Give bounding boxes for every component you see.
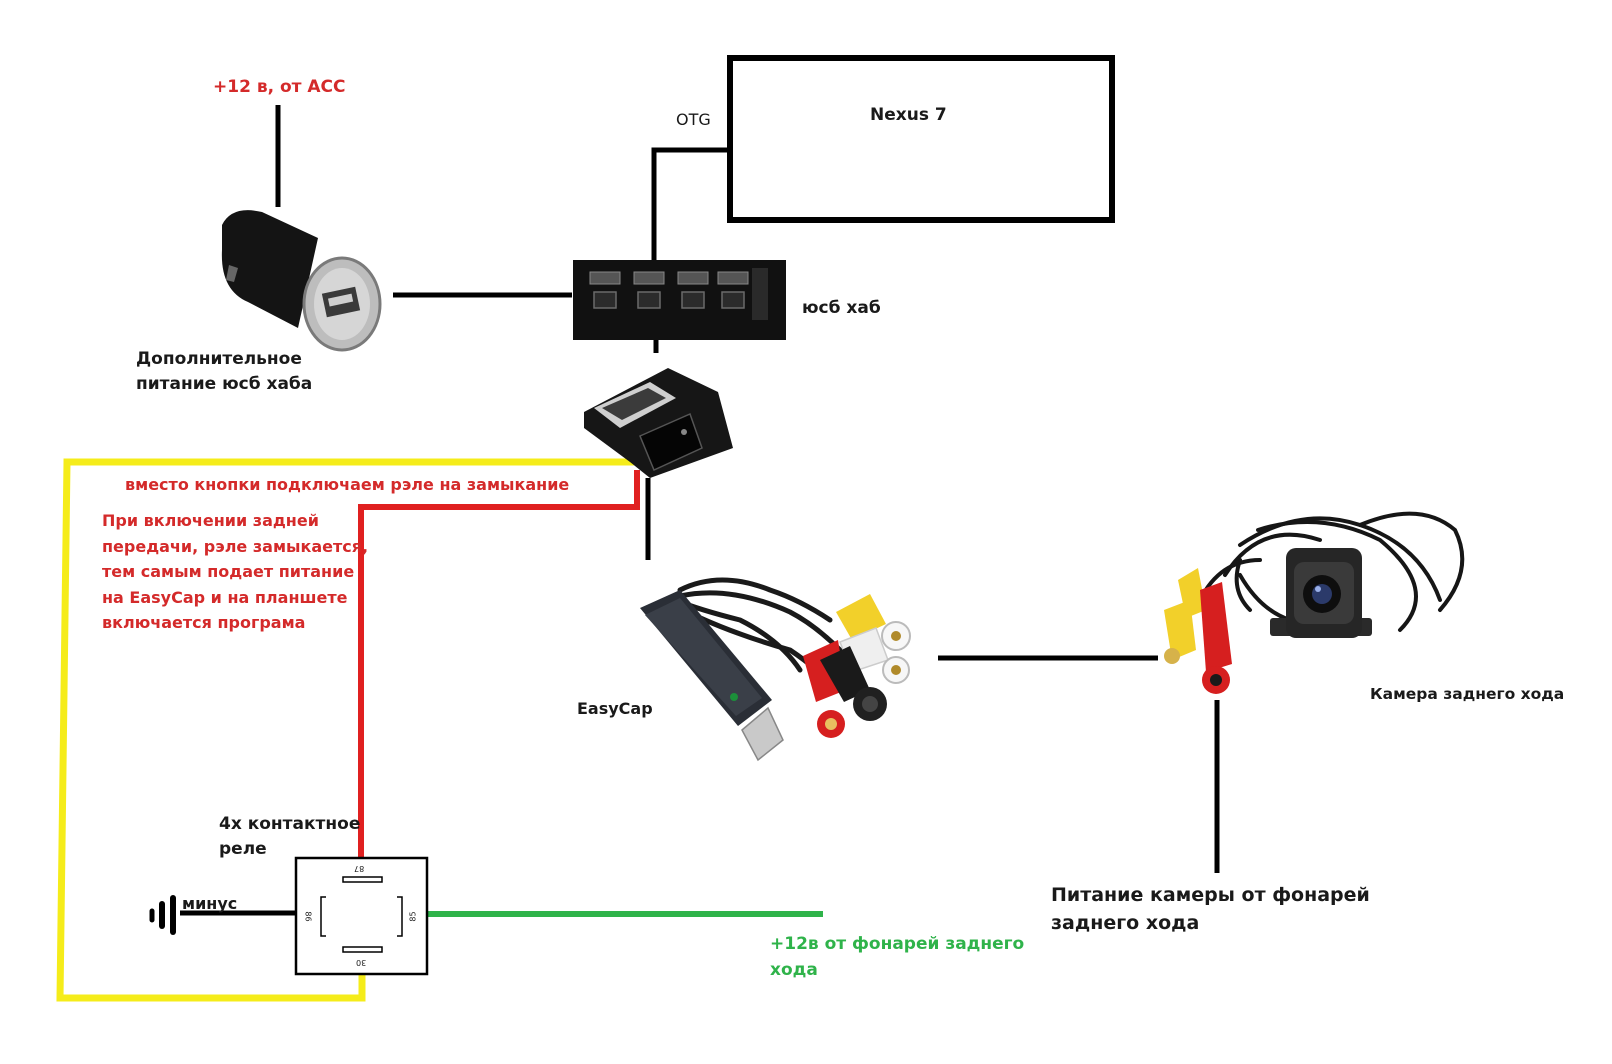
minus-label: минус	[182, 894, 238, 913]
hub-label: юсб хаб	[802, 298, 881, 318]
relay-pin-30: 30	[356, 958, 367, 967]
usb-car-charger-icon	[221, 210, 382, 352]
rca-yellow-cam	[1164, 568, 1206, 664]
reverse-lights-label: +12в от фонарей заднего хода	[770, 934, 1025, 980]
wire-red	[358, 470, 640, 858]
easycap-label: EasyCap	[577, 699, 653, 718]
wire-otg	[651, 147, 730, 262]
rca-red-cam	[1200, 582, 1232, 694]
camera-label: Камера заднего хода	[1370, 685, 1565, 703]
rear-camera-icon	[1164, 511, 1465, 694]
otg-label: OTG	[676, 110, 711, 129]
easycap-adapter-icon	[640, 577, 911, 762]
nexus-box	[727, 55, 1115, 223]
extra-power-label: Дополнительное питание юсб хаба	[136, 349, 313, 394]
usb-switch-icon	[584, 368, 733, 478]
wire-yellow	[56, 458, 638, 1002]
svideo-black	[820, 646, 887, 721]
ground-icon	[149, 895, 176, 935]
relay-pin-87: 87	[354, 864, 365, 873]
relay-box	[294, 856, 429, 976]
acc-label: +12 в, от АСС	[213, 77, 346, 97]
usb-hub-icon	[573, 260, 786, 340]
black-wires	[180, 105, 1220, 916]
relay-note-label: вместо кнопки подключаем рэле на замыкан…	[125, 475, 570, 494]
nexus-label: Nexus 7	[870, 105, 947, 125]
relay-pin-85: 85	[408, 911, 418, 922]
camera-power-label: Питание камеры от фонарей заднего хода	[1051, 884, 1370, 934]
relay-pin-86: 86	[303, 911, 313, 922]
relay-label: 4х контактное реле	[219, 814, 361, 859]
relay-explain-label: При включении задней передачи, рэле замы…	[102, 511, 369, 632]
